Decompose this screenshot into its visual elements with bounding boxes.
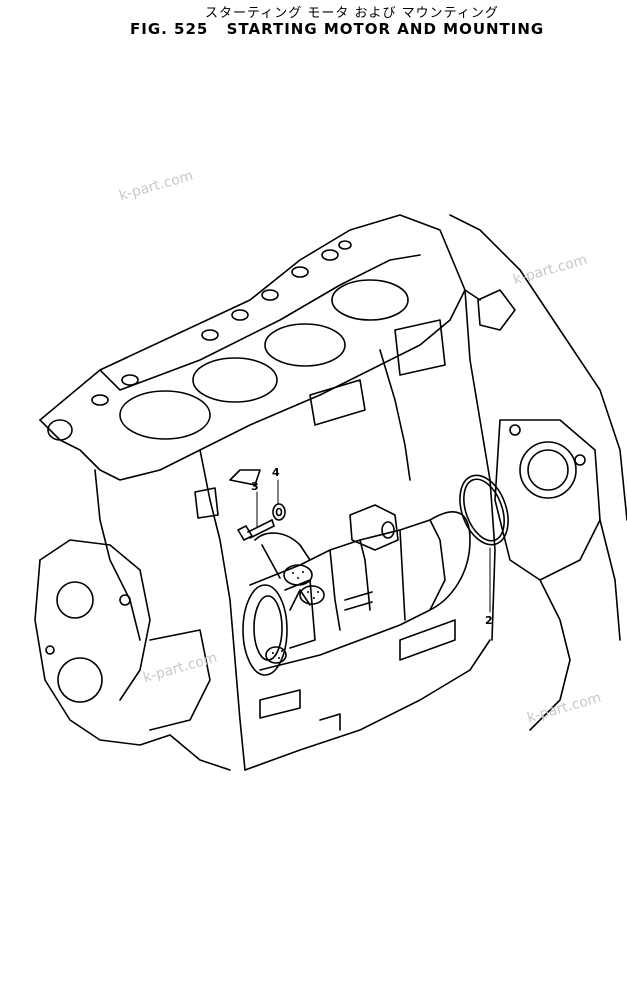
terminal-shading — [272, 571, 319, 659]
flywheel-housing — [449, 214, 627, 731]
figure-number: FIG. 525 — [130, 20, 209, 38]
title-japanese: スターティング モータ および マウンティング — [205, 6, 499, 21]
figure-title-text: STARTING MOTOR AND MOUNTING — [226, 20, 545, 38]
timing-gear-case — [34, 539, 231, 771]
washer-part-4 — [272, 503, 286, 521]
figure-title: FIG. 525 STARTING MOTOR AND MOUNTING — [130, 20, 544, 38]
callout-2: 2 — [485, 614, 493, 627]
callout-leaders — [256, 479, 491, 613]
callout-4: 4 — [272, 466, 280, 479]
o-ring-part-2 — [459, 474, 509, 546]
callout-3: 3 — [251, 480, 259, 493]
engine-block-side — [94, 289, 496, 771]
bolt-part-3 — [237, 519, 275, 541]
engine-block-top — [39, 214, 481, 481]
starting-motor — [242, 504, 471, 676]
